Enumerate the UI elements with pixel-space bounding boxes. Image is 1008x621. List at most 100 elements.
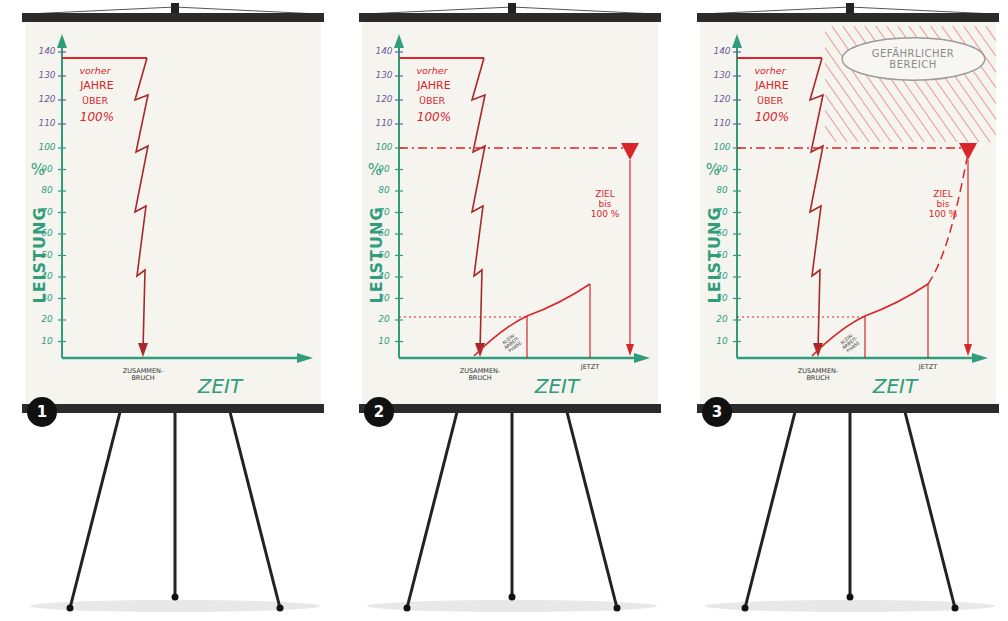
chart-stroke bbox=[733, 298, 741, 299]
chart-stroke bbox=[395, 233, 403, 234]
chart-stroke bbox=[733, 190, 741, 191]
chart-stroke bbox=[511, 412, 514, 596]
chart-stroke bbox=[959, 143, 977, 160]
chart-stroke bbox=[905, 412, 955, 608]
chart-stroke bbox=[230, 412, 280, 608]
axis-tick-label: 120 bbox=[713, 95, 730, 105]
axis-tick-label: 140 bbox=[38, 47, 55, 57]
callout-number: 2 bbox=[364, 397, 394, 427]
chart-stroke bbox=[277, 605, 284, 612]
axis-title: LEISTUNG bbox=[368, 206, 386, 303]
chart-stroke bbox=[30, 600, 320, 612]
flipchart-panel bbox=[359, 3, 661, 612]
chart-stroke bbox=[62, 357, 301, 360]
chart-stroke bbox=[634, 353, 650, 363]
chart-stroke bbox=[733, 212, 741, 213]
chart-stroke bbox=[58, 233, 66, 234]
axis-tick-label: 140 bbox=[713, 47, 730, 57]
axis-tick-label: 10 bbox=[378, 337, 389, 347]
chart-stroke bbox=[58, 147, 66, 148]
chart-stroke bbox=[407, 412, 457, 608]
chart-stroke bbox=[25, 22, 321, 405]
chart-stroke bbox=[972, 353, 988, 363]
chart-stroke bbox=[928, 158, 967, 284]
callout-number: 3 bbox=[702, 397, 732, 427]
note-text: 100% bbox=[755, 111, 789, 124]
chart-stroke bbox=[737, 147, 966, 149]
axis-marker-label: JETZT bbox=[581, 364, 599, 371]
chart-stroke bbox=[62, 57, 147, 59]
chart-stroke bbox=[733, 75, 741, 76]
chart-stroke bbox=[395, 190, 403, 191]
chart-stroke bbox=[733, 169, 741, 170]
chart-stroke bbox=[474, 284, 590, 356]
axis-tick-label: 20 bbox=[41, 315, 52, 325]
chart-stroke bbox=[58, 51, 66, 52]
chart-stroke bbox=[847, 594, 854, 601]
axis-tick-label: 100 bbox=[375, 143, 392, 153]
chart-stroke bbox=[362, 22, 658, 405]
chart-stroke bbox=[27, 7, 175, 14]
chart-stroke bbox=[399, 147, 628, 149]
axis-tick-label: 10 bbox=[41, 337, 52, 347]
axis-marker-label: ZUSAMMEN- BRUCH bbox=[456, 368, 504, 382]
chart-stroke bbox=[626, 344, 634, 356]
axis-tick-label: 110 bbox=[713, 119, 730, 129]
chart-stroke bbox=[733, 51, 741, 52]
chart-stroke bbox=[58, 212, 66, 213]
chart-stroke bbox=[702, 7, 850, 14]
chart-stroke bbox=[964, 344, 972, 356]
chart-stroke bbox=[394, 34, 404, 48]
chart-stroke bbox=[395, 51, 403, 52]
chart-stroke bbox=[399, 357, 638, 360]
chart-stroke bbox=[508, 3, 516, 13]
axis-marker-label: ZUSAMMEN- BRUCH bbox=[794, 368, 842, 382]
flipchart-panel bbox=[697, 3, 999, 612]
chart-stroke bbox=[175, 7, 319, 14]
chart-stroke bbox=[697, 404, 999, 413]
axis-tick-label: 80 bbox=[716, 186, 727, 196]
chart-stroke bbox=[629, 160, 630, 346]
chart-stroke bbox=[737, 57, 822, 59]
chart-stroke bbox=[705, 600, 995, 612]
axis-marker-label: ZUSAMMEN- BRUCH bbox=[119, 368, 167, 382]
chart-stroke bbox=[927, 284, 928, 358]
chart-stroke bbox=[733, 123, 741, 124]
chart-stroke bbox=[58, 99, 66, 100]
chart-stroke bbox=[849, 412, 852, 596]
chart-stroke bbox=[733, 319, 741, 320]
chart-stroke bbox=[733, 99, 741, 100]
chart-stroke bbox=[812, 284, 928, 356]
axis-tick-label: 130 bbox=[375, 71, 392, 81]
chart-stroke bbox=[58, 298, 66, 299]
chart-stroke bbox=[58, 341, 66, 342]
axis-title: ZEIT bbox=[535, 375, 579, 397]
callout-number: 1 bbox=[27, 397, 57, 427]
chart-stroke bbox=[174, 412, 177, 596]
chart-stroke bbox=[850, 7, 994, 14]
chart-stroke bbox=[399, 316, 527, 317]
chart-stroke bbox=[395, 169, 403, 170]
note-text: 100% bbox=[80, 111, 114, 124]
chart-stroke bbox=[967, 160, 968, 346]
chart-stroke bbox=[395, 99, 403, 100]
chart-stroke bbox=[614, 605, 621, 612]
chart-stroke bbox=[846, 3, 854, 13]
note-text: 100% bbox=[417, 111, 451, 124]
note-text: JAHRE bbox=[755, 80, 788, 92]
chart-stroke bbox=[364, 7, 512, 14]
chart-stroke bbox=[359, 404, 661, 413]
axis-tick-label: 20 bbox=[378, 315, 389, 325]
chart-stroke bbox=[864, 316, 865, 358]
axis-title: LEISTUNG bbox=[706, 206, 724, 303]
chart-stroke bbox=[297, 353, 313, 363]
zone-label: GEFÄHRLICHER BEREICH bbox=[859, 48, 967, 71]
axis-tick-label: 110 bbox=[38, 119, 55, 129]
axis-tick-label: 80 bbox=[378, 186, 389, 196]
chart-stroke bbox=[404, 605, 411, 612]
chart-stroke bbox=[58, 190, 66, 191]
chart-stroke bbox=[58, 255, 66, 256]
chart-stroke bbox=[567, 412, 617, 608]
axis-tick-label: 10 bbox=[716, 337, 727, 347]
